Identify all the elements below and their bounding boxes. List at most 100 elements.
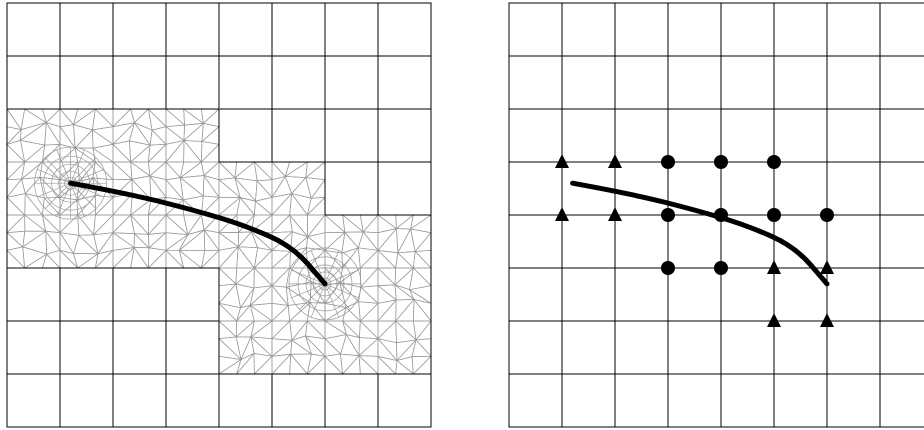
mesh-triangle [395,252,415,269]
mesh-triangle [165,125,185,145]
grid-cell [508,373,563,428]
grid-cell [508,320,563,375]
mesh-triangle [394,298,415,322]
mesh-triangle [249,304,274,322]
mesh-triangle [91,108,114,131]
mesh-triangle [73,253,100,269]
mesh-triangle [178,249,203,269]
mesh-triangle [290,339,313,355]
mesh-triangle [324,337,342,357]
mesh-triangle [39,161,61,181]
mesh-triangle [45,108,61,128]
mesh-triangle [410,228,432,253]
right-panel-xfem-enriched [508,2,924,428]
mesh-triangle [395,320,417,344]
grid-cell [561,108,616,163]
grid-cell [6,55,61,110]
grid-cell [165,320,220,375]
grid-cell [879,2,924,57]
tip-enriched-node-triangle [555,207,569,221]
grid-cell [324,161,379,216]
mesh-triangle [218,302,238,322]
mesh-triangle [179,175,205,197]
mesh-triangle [271,320,293,341]
grid-cell [112,267,167,322]
mesh-triangle [377,214,398,234]
heaviside-enriched-node-circle [767,155,781,169]
mesh-triangle [288,301,311,322]
mesh-triangle [377,249,397,269]
mesh-triangle [147,249,167,269]
grid-cell [377,108,432,163]
grid-cell [508,2,563,57]
mesh-triangle [59,231,75,255]
mesh-triangle [394,267,414,291]
mesh-triangle [19,139,46,163]
grid-cell [720,373,775,428]
mesh-triangle [395,359,415,375]
heaviside-enriched-node-circle [714,208,728,222]
grid-cell [720,267,775,322]
grid-cell [377,2,432,57]
grid-cell [614,2,669,57]
mesh-triangle [218,178,242,198]
mesh-triangle [342,306,362,322]
rosette-spoke [70,182,97,209]
grid-cell [218,108,273,163]
mesh-triangle [358,354,379,375]
mesh-triangle [253,161,273,182]
mesh-triangle [377,355,397,375]
mesh-triangle [253,352,273,375]
mesh-triangle [147,214,167,235]
mesh-triangle [6,230,26,248]
mesh-triangle [253,200,273,216]
refined-region-outline [6,108,432,375]
grid-cell [112,320,167,375]
mesh-triangle [218,231,240,251]
grid-cell [271,55,326,110]
rosette-spoke [44,157,71,184]
grid-cell [667,2,722,57]
grid-cell [508,108,563,163]
rosette-spoke [37,182,71,198]
grid-cell [271,373,326,428]
mesh-triangle [324,231,346,254]
tip-enriched-node-triangle [767,260,781,274]
grid-cell [720,108,775,163]
mesh-triangle [412,355,432,375]
mesh-triangle [271,304,291,322]
tip-enriched-node-triangle [608,154,622,168]
mesh-triangle [149,129,167,146]
mesh-triangle [92,129,114,149]
grid-cell [720,214,775,269]
grid-cell [218,373,273,428]
mesh-triangle [359,249,379,269]
grid-cell [561,267,616,322]
crack-tip-rosette [34,146,107,220]
mesh-triangle [165,178,185,201]
grid-cell [508,161,563,216]
mesh-triangle [165,249,185,269]
enriched-nodes [555,154,834,327]
grid-cell [879,320,924,375]
rosette-spoke [56,149,71,184]
grid-cell [165,373,220,428]
rosette-spoke [324,258,351,285]
heaviside-enriched-node-circle [767,208,781,222]
mesh-triangle [200,143,220,163]
mesh-triangle [74,129,94,149]
mesh-triangle [305,177,326,200]
grid-cell [667,55,722,110]
grid-cell [59,267,114,322]
mesh-triangle [235,352,255,375]
grid-cell [826,161,881,216]
mesh-triangle [151,126,167,146]
grid-cell [879,161,924,216]
grid-cell [773,161,828,216]
grid-cell [324,373,379,428]
mesh-triangle [415,319,432,341]
tip-enriched-node-triangle [820,313,834,327]
mesh-triangle [271,214,293,234]
mesh-triangle [112,161,133,181]
